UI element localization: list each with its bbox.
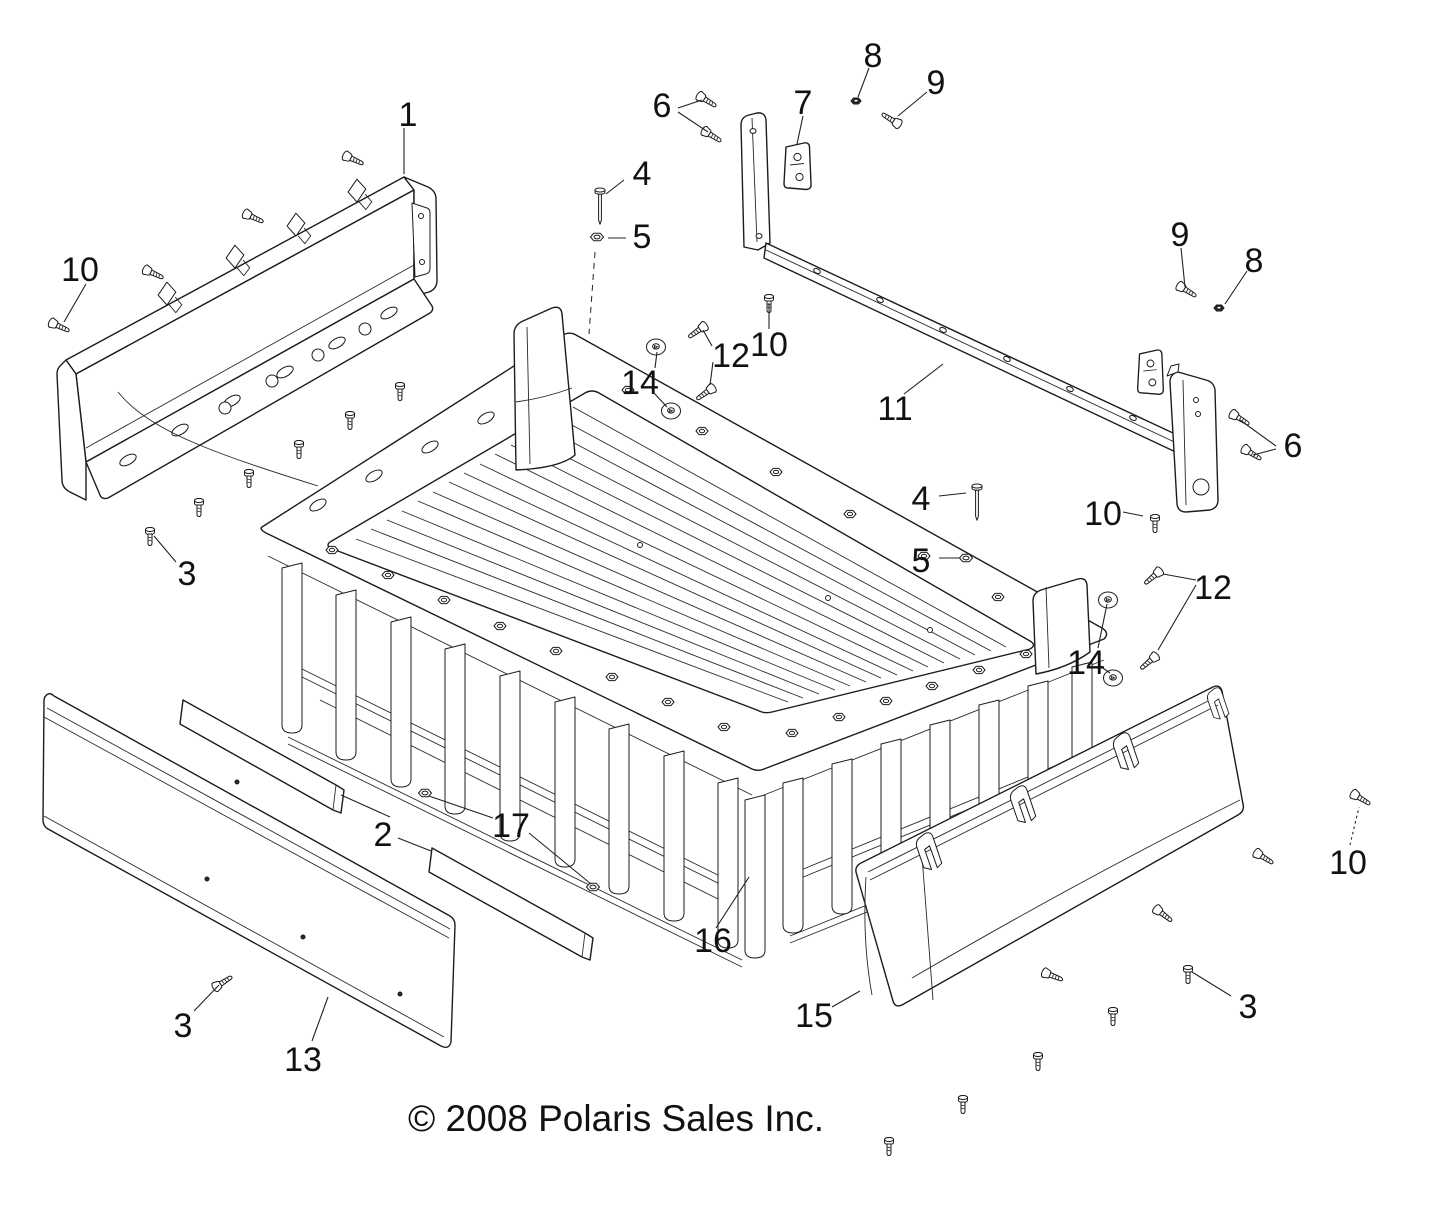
callout-label: 2 [374, 816, 393, 854]
callout-labels: 1 10 3 4 5 6 7 8 9 10 12 14 11 9 8 6 4 1… [61, 37, 1367, 1079]
callout-label: 1 [399, 96, 418, 134]
leader-lines [63, 67, 1360, 1042]
callout-label: 9 [1171, 216, 1190, 254]
latch-bracket-left [783, 142, 812, 191]
callout-label: 6 [1284, 427, 1303, 465]
callout-label: 8 [864, 37, 883, 75]
callout-label: 10 [1084, 495, 1122, 533]
floor-ribs [355, 406, 1007, 703]
callout-label: 3 [174, 1007, 193, 1045]
fasteners [46, 89, 1373, 1156]
callout-label: 3 [1239, 988, 1258, 1026]
callout-label: 14 [1067, 644, 1105, 682]
callout-label: 16 [694, 922, 732, 960]
callout-label: 12 [1194, 569, 1232, 607]
side-panel-right [855, 685, 1245, 1007]
callout-label: 17 [492, 807, 530, 845]
side-panel-left [42, 693, 456, 1049]
latch-bracket-right [1136, 349, 1165, 395]
wear-strips [179, 699, 594, 961]
callout-label: 7 [794, 84, 813, 122]
support-bracket [740, 112, 1219, 513]
callout-label: 10 [1329, 844, 1367, 882]
callout-label: 10 [61, 251, 99, 289]
callout-label: 4 [912, 480, 931, 518]
callout-label: 3 [178, 555, 197, 593]
callout-label: 8 [1245, 242, 1264, 280]
callout-label: 4 [633, 155, 652, 193]
callout-label: 15 [795, 997, 833, 1035]
callout-label: 5 [633, 218, 652, 256]
callout-label: 11 [877, 390, 912, 428]
headboard-panel [56, 176, 438, 501]
callout-label: 6 [653, 87, 672, 125]
callout-label: 12 [712, 337, 750, 375]
copyright-text: © 2008 Polaris Sales Inc. [408, 1098, 824, 1139]
callout-label: 14 [621, 364, 659, 402]
callout-label: 9 [927, 64, 946, 102]
callout-label: 5 [912, 542, 931, 580]
callout-label: 13 [284, 1041, 322, 1079]
callout-label: 10 [750, 326, 788, 364]
